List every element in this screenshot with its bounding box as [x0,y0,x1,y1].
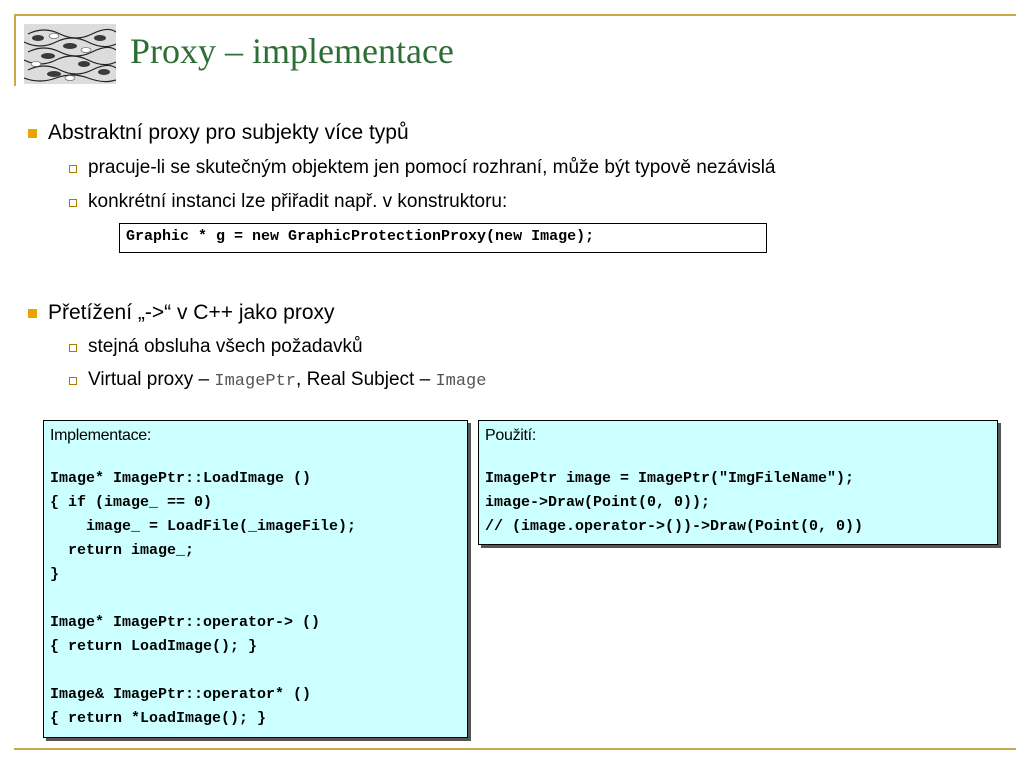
hollow-square-bullet-icon [69,165,77,173]
sub-bullet-text: konkrétní instanci lze přiřadit např. v … [88,191,508,212]
subject-class-name: Image [435,372,487,391]
usage-header: Použití: [485,427,536,444]
hollow-square-bullet-icon [69,344,77,352]
sub-bullet-text: pracuje-li se skutečným objektem jen pom… [88,157,776,178]
square-bullet-icon [28,309,37,318]
left-rule [14,14,16,86]
usage-panel: Použití: ImagePtr image = ImagePtr("ImgF… [478,420,998,545]
usage-code: ImagePtr image = ImagePtr("ImgFileName")… [485,470,864,535]
hollow-square-bullet-icon [69,199,77,207]
code-snippet: Graphic * g = new GraphicProtectionProxy… [119,223,767,253]
sub-bullet-text: stejná obsluha všech požadavků [88,336,363,357]
virtual-middle: , Real Subject – [296,369,436,390]
virtual-prefix: Virtual proxy – [88,369,215,390]
hollow-square-bullet-icon [69,377,77,385]
bottom-rule [14,748,1016,750]
bullet-text: Přetížení „->“ v C++ jako proxy [48,301,335,324]
sub-bullet-text: Virtual proxy – ImagePtr, Real Subject –… [88,369,486,391]
square-bullet-icon [28,129,37,138]
top-rule [14,14,1016,16]
implementation-code: Image* ImagePtr::LoadImage () { if (imag… [50,470,357,727]
slide-title: Proxy – implementace [130,31,454,71]
bullet-text: Abstraktní proxy pro subjekty více typů [48,121,409,144]
escher-logo [24,24,116,84]
proxy-class-name: ImagePtr [214,372,297,391]
implementation-header: Implementace: [50,427,152,444]
implementation-panel: Implementace: Image* ImagePtr::LoadImage… [43,420,468,738]
